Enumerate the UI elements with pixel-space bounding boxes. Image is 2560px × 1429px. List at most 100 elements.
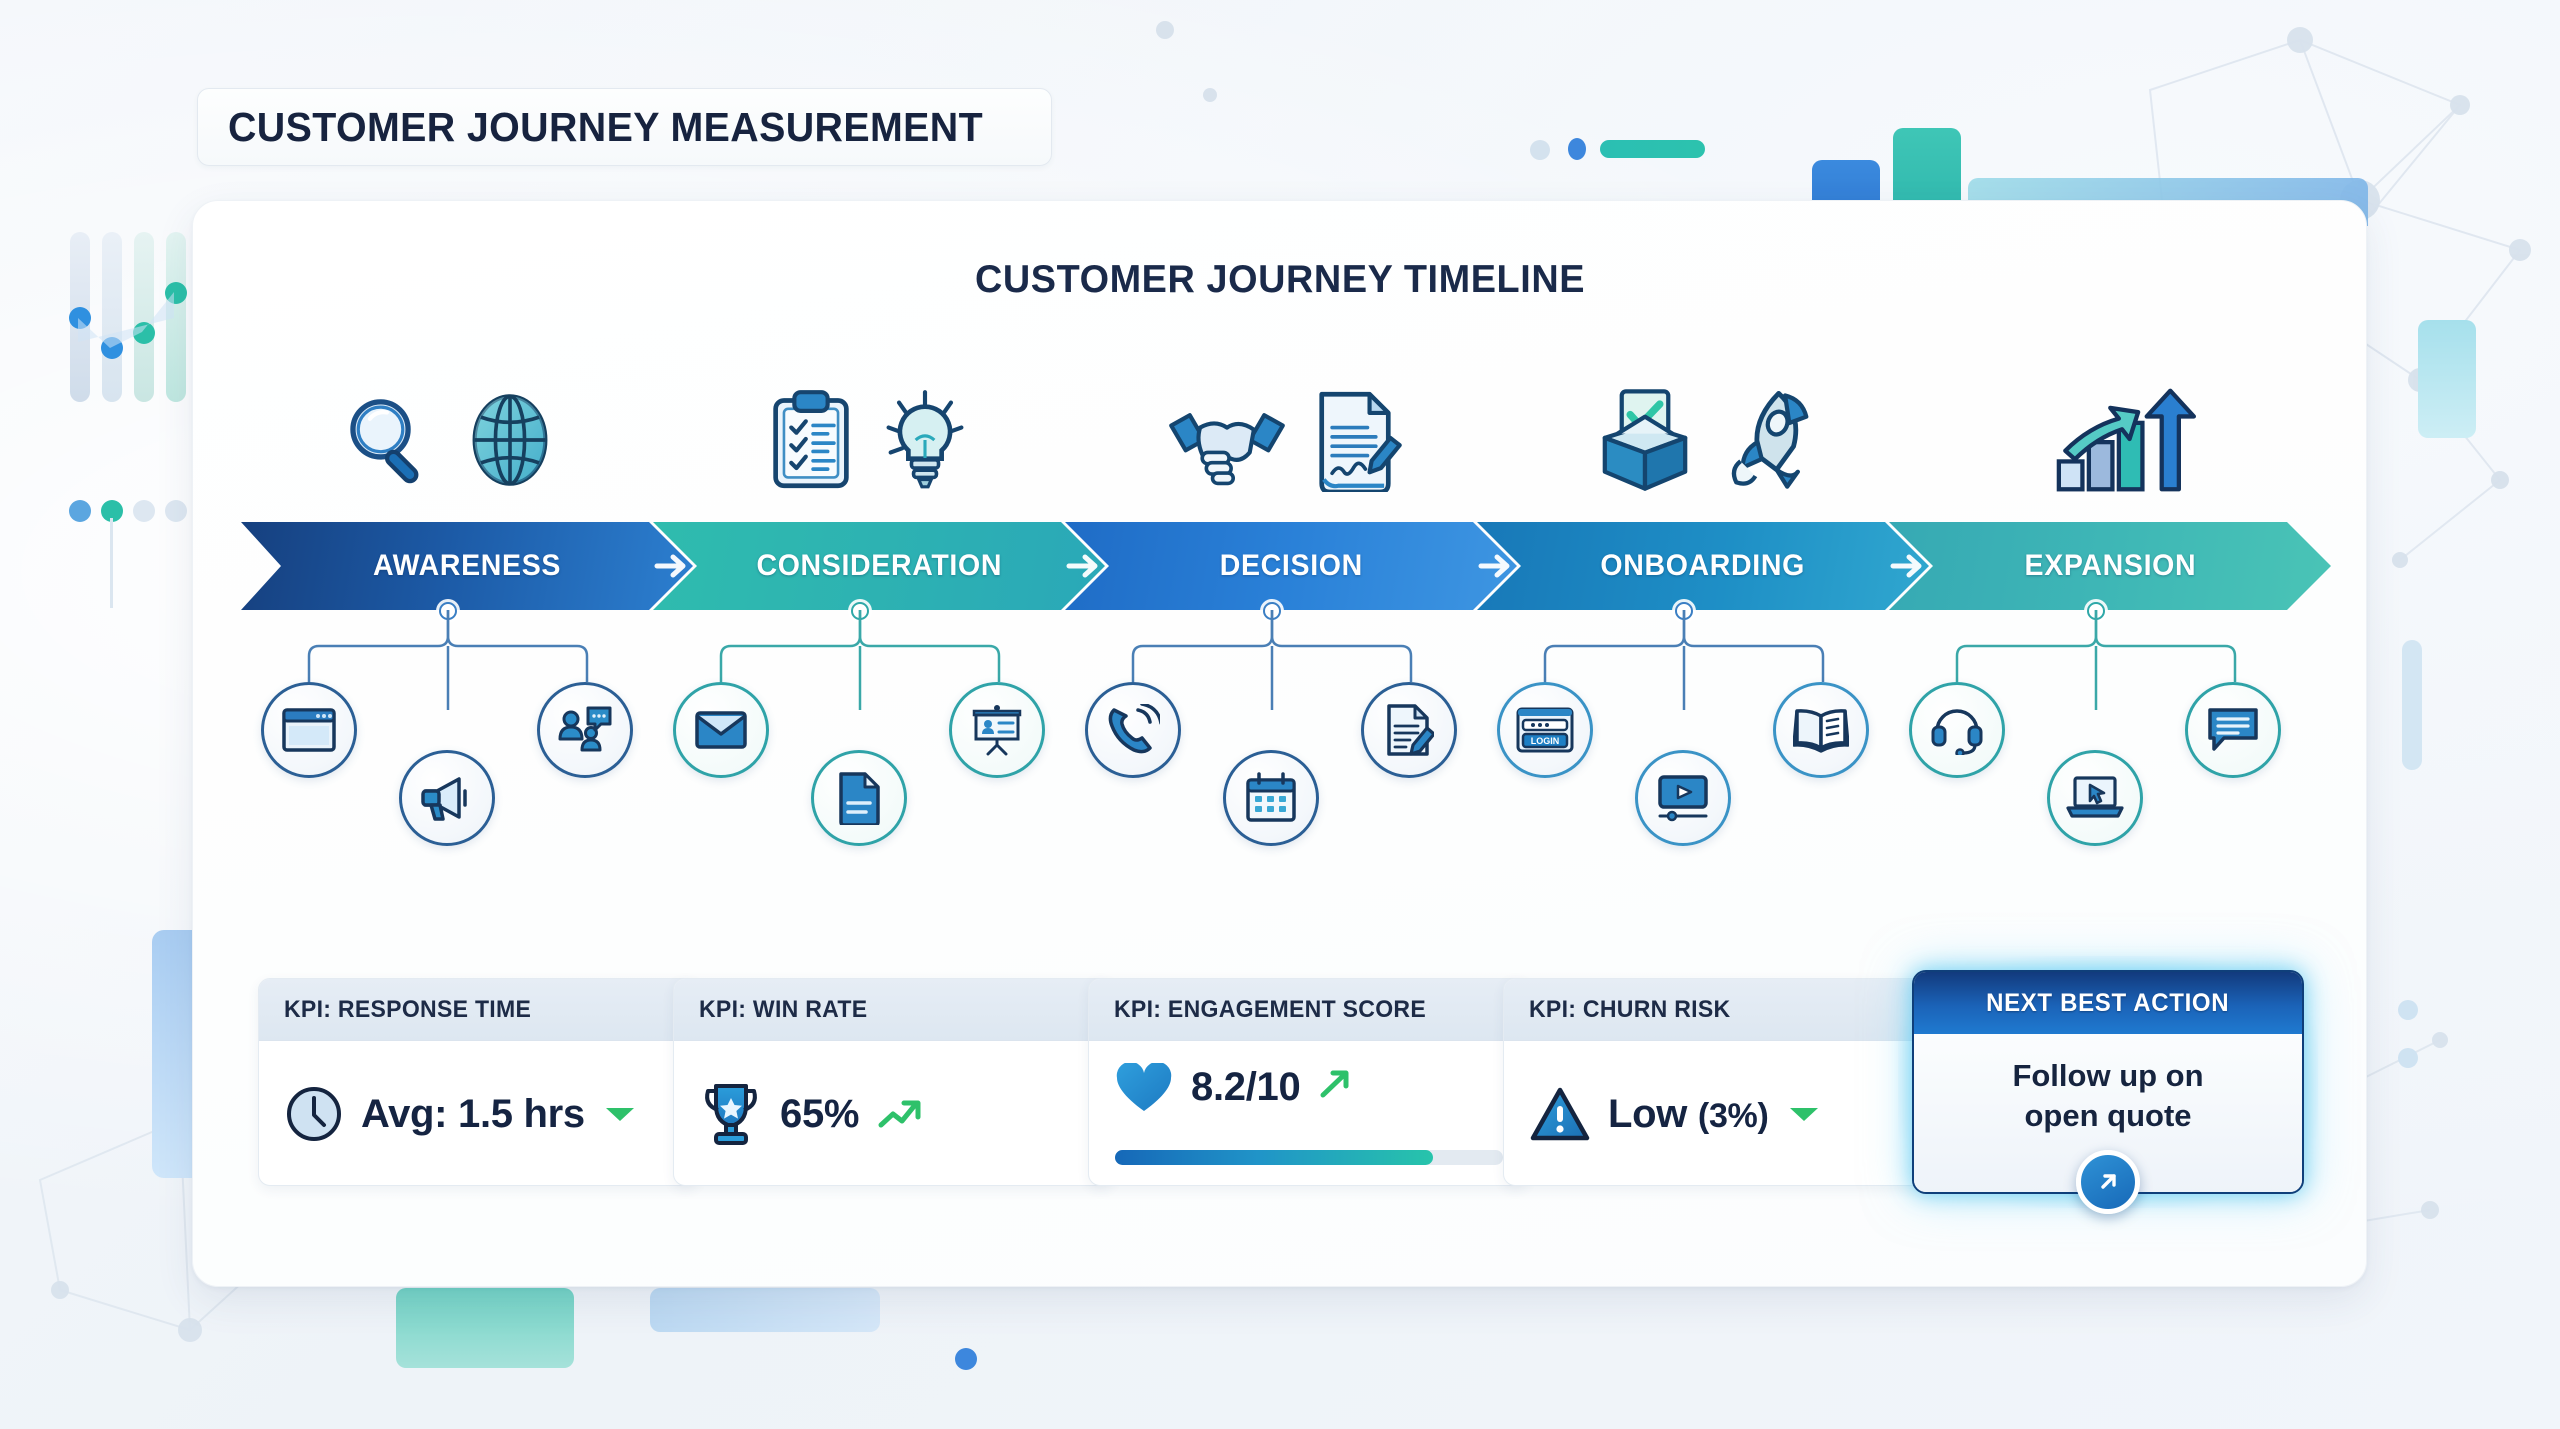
kpi-title-response-time: KPI: RESPONSE TIME: [284, 995, 532, 1023]
touchpoint-knowledge-book[interactable]: [1773, 682, 1869, 778]
kpi-card-engagement-score[interactable]: KPI: ENGAGEMENT SCORE 8.2/10: [1088, 978, 1528, 1186]
kpi-title-engagement-score: KPI: ENGAGEMENT SCORE: [1114, 995, 1426, 1023]
kpi-body-engagement-score: 8.2/10: [1089, 1041, 1527, 1185]
stage-chevron-onboarding[interactable]: ONBOARDING: [1477, 522, 1929, 610]
chevron-arrow-2: [1066, 554, 1098, 578]
touchpoint-document[interactable]: [811, 750, 907, 846]
next-best-action-title: NEXT BEST ACTION: [1986, 988, 2230, 1017]
clipboard-checklist-icon: [773, 390, 849, 489]
stage-icons-awareness: [240, 375, 658, 505]
social-chat-icon: [558, 706, 612, 752]
touchpoint-presentation[interactable]: [949, 682, 1045, 778]
panel-title: CUSTOMER JOURNEY TIMELINE: [974, 258, 1586, 301]
touchpoint-connectors-decision: [1131, 610, 1413, 710]
touchpoint-website-window[interactable]: [261, 682, 357, 778]
handshake-icon: [1169, 413, 1285, 486]
stage-label-onboarding: ONBOARDING: [1600, 549, 1806, 582]
touchpoint-contract-sign[interactable]: [1361, 682, 1457, 778]
stage-icons-onboarding: [1494, 375, 1912, 505]
warning-triangle-icon: [1530, 1087, 1590, 1141]
open-box-check-icon: [1602, 389, 1688, 491]
touchpoint-calendar[interactable]: [1223, 750, 1319, 846]
touchpoints-awareness: [241, 602, 653, 930]
kpi-value-response-time: Avg: 1.5 hrs: [361, 1091, 585, 1136]
touchpoints-consideration: [653, 602, 1065, 930]
svg-text:LOGIN: LOGIN: [1531, 736, 1560, 746]
kpi-title-churn-risk: KPI: CHURN RISK: [1529, 995, 1731, 1023]
magnifier-icon: [350, 399, 419, 484]
trophy-icon: [705, 1084, 757, 1145]
trend-up-line-icon: [878, 1100, 921, 1128]
touchpoint-email[interactable]: [673, 682, 769, 778]
rocket-icon: [1731, 390, 1809, 489]
trend-down-icon: [605, 1108, 634, 1121]
stage-chevron-awareness[interactable]: AWARENESS: [241, 522, 693, 610]
touchpoint-phone-call[interactable]: [1085, 682, 1181, 778]
touchpoint-support-headset[interactable]: [1909, 682, 2005, 778]
next-best-action-line-2: open quote: [2024, 1097, 2192, 1133]
website-window-icon: [282, 708, 336, 752]
stage-icons-expansion: [1912, 375, 2330, 505]
kpi-card-win-rate[interactable]: KPI: WIN RATE 65%: [673, 978, 1113, 1186]
stage-icons-row: [240, 375, 2330, 505]
support-headset-icon: [1931, 709, 1983, 755]
laptop-cursor-icon: [2066, 776, 2124, 818]
next-best-action-card[interactable]: NEXT BEST ACTION Follow up on open quote: [1912, 970, 2304, 1194]
touchpoint-megaphone[interactable]: [399, 750, 495, 846]
touchpoints-onboarding: LOGIN: [1477, 602, 1889, 930]
kpi-row: KPI: RESPONSE TIME Avg: 1.5 hrs KPI: WIN…: [258, 956, 2318, 1214]
touchpoint-social-chat[interactable]: [537, 682, 633, 778]
touchpoints-row: LOGIN: [241, 602, 2331, 930]
next-best-action-header: NEXT BEST ACTION: [1914, 972, 2302, 1034]
next-best-action-open-button[interactable]: [2076, 1150, 2140, 1214]
knowledge-book-icon: [1793, 709, 1849, 753]
login-screen-icon: LOGIN: [1516, 707, 1574, 753]
stage-icons-decision: [1076, 375, 1494, 505]
touchpoint-chat-bubble[interactable]: [2185, 682, 2281, 778]
stage-chevron-expansion[interactable]: EXPANSION: [1889, 522, 2331, 610]
kpi-progress-fill: [1115, 1150, 1434, 1165]
page-title: CUSTOMER JOURNEY MEASUREMENT: [228, 103, 984, 150]
lightbulb-icon: [886, 390, 964, 489]
chevron-arrow-3: [1478, 554, 1510, 578]
kpi-value-win-rate: 65%: [780, 1091, 860, 1136]
presentation-icon: [972, 705, 1022, 756]
kpi-header-win-rate: KPI: WIN RATE: [674, 979, 1112, 1041]
trend-down-icon-churn: [1789, 1108, 1818, 1121]
page-title-pill: CUSTOMER JOURNEY MEASUREMENT: [197, 88, 1052, 166]
stage-chevron-decision[interactable]: DECISION: [1065, 522, 1517, 610]
stage-chevron-consideration[interactable]: CONSIDERATION: [653, 522, 1105, 610]
touchpoints-decision: [1065, 602, 1477, 930]
growth-chart-arrow-icon: [2056, 388, 2196, 492]
touchpoints-expansion: [1889, 602, 2331, 930]
contract-sign-icon: [1387, 704, 1434, 756]
trend-up-arrow-icon: [1320, 1070, 1349, 1098]
external-link-icon: [2101, 1174, 2116, 1189]
kpi-value-churn-risk-main: Low: [1608, 1091, 1688, 1136]
kpi-value-churn-risk: Low (3%): [1608, 1092, 1769, 1137]
next-best-action-line-1: Follow up on: [2012, 1058, 2204, 1093]
document-icon: [839, 772, 880, 825]
video-tutorial-icon: [1658, 775, 1708, 822]
touchpoint-connectors-onboarding: [1543, 610, 1825, 710]
touchpoint-login-screen[interactable]: LOGIN: [1497, 682, 1593, 778]
stage-chevron-bar: AWARENESS CONSIDERATION DECISION ONBOARD…: [241, 522, 2331, 610]
kpi-body-churn-risk: Low (3%): [1504, 1041, 1942, 1185]
kpi-card-response-time[interactable]: KPI: RESPONSE TIME Avg: 1.5 hrs: [258, 978, 698, 1186]
stage-label-consideration: CONSIDERATION: [756, 549, 1002, 582]
calendar-icon: [1246, 772, 1296, 822]
touchpoint-connectors-expansion: [1955, 610, 2237, 710]
touchpoint-video-tutorial[interactable]: [1635, 750, 1731, 846]
kpi-card-churn-risk[interactable]: KPI: CHURN RISK Low (3%): [1503, 978, 1943, 1186]
kpi-body-response-time: Avg: 1.5 hrs: [259, 1041, 697, 1185]
kpi-value-engagement-score: 8.2/10: [1191, 1065, 1301, 1109]
next-best-action-text: Follow up on open quote: [2012, 1056, 2203, 1135]
stage-icons-consideration: [658, 375, 1076, 505]
touchpoint-laptop-cursor[interactable]: [2047, 750, 2143, 846]
email-icon: [695, 711, 747, 749]
stage-label-awareness: AWARENESS: [372, 549, 562, 582]
globe-icon: [472, 394, 548, 486]
megaphone-icon: [421, 777, 467, 821]
stage-label-expansion: EXPANSION: [2024, 549, 2196, 582]
